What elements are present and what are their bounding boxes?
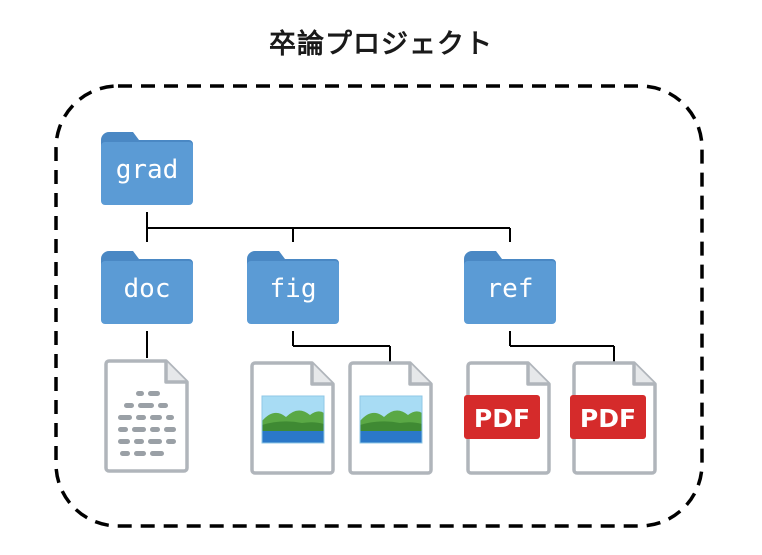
file-fig-image-1[interactable] (250, 361, 335, 475)
folder-icon (464, 251, 556, 324)
pdf-file-icon (570, 361, 657, 475)
folder-fig[interactable]: fig (247, 251, 339, 324)
text-document-icon (104, 359, 189, 473)
folder-label-fig: fig (270, 274, 317, 304)
image-file-icon (250, 361, 335, 475)
folder-grad[interactable]: grad (101, 132, 193, 205)
pdf-badge (570, 395, 646, 439)
image-file-icon (348, 361, 433, 475)
tree-connectors (146, 212, 615, 362)
file-doc-text[interactable] (104, 359, 189, 473)
project-boundary (54, 84, 704, 528)
folder-label-doc: doc (124, 274, 171, 304)
diagram-title: 卒論プロジェクト (269, 29, 493, 60)
folder-doc[interactable]: doc (101, 251, 193, 324)
folder-icon (101, 132, 193, 205)
folder-icon (247, 251, 339, 324)
file-ref-pdf-2[interactable]: PDF (570, 361, 657, 475)
folder-ref[interactable]: ref (464, 251, 556, 324)
folder-label-ref: ref (487, 274, 534, 304)
pdf-file-icon (464, 361, 551, 475)
pdf-badge-label: PDF (580, 404, 636, 433)
pdf-badge (464, 395, 540, 439)
file-ref-pdf-1[interactable]: PDF (464, 361, 551, 475)
folder-icon (101, 251, 193, 324)
pdf-badge-label: PDF (474, 404, 530, 433)
file-fig-image-2[interactable] (348, 361, 433, 475)
folder-label-grad: grad (116, 155, 179, 185)
